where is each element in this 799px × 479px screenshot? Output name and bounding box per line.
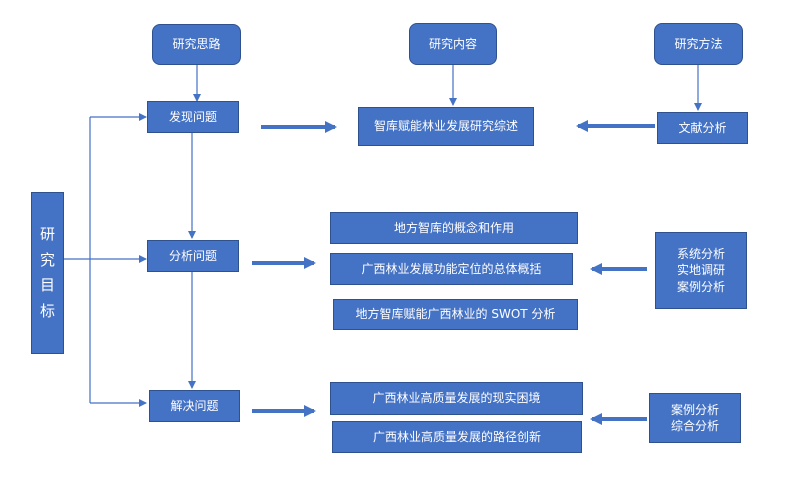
step-solve-problem-label: 解决问题 <box>170 398 219 413</box>
content-review: 智库赋能林业发展研究综述 <box>358 107 534 146</box>
method-literature-analysis: 文献分析 <box>657 112 748 144</box>
header-research-idea-label: 研究思路 <box>172 37 221 52</box>
step-discover-problem-label: 发现问题 <box>168 109 217 124</box>
method-literature-analysis-label: 文献分析 <box>678 120 727 135</box>
research-goal-char-3: 目 <box>39 276 55 294</box>
content-innovation-label: 广西林业高质量发展的路径创新 <box>372 429 541 444</box>
header-research-content-label: 研究内容 <box>428 36 477 51</box>
method-field-research: 实地调研 <box>676 263 725 278</box>
step-solve-problem: 解决问题 <box>149 390 240 422</box>
research-goal-char-1: 研 <box>39 225 55 243</box>
step-analyze-problem: 分析问题 <box>147 240 239 272</box>
content-innovation: 广西林业高质量发展的路径创新 <box>332 421 582 453</box>
method-comprehensive-analysis: 综合分析 <box>670 419 719 433</box>
header-research-idea: 研究思路 <box>152 24 241 65</box>
content-review-label: 智库赋能林业发展研究综述 <box>373 119 518 134</box>
header-research-method-label: 研究方法 <box>674 36 723 51</box>
method-group-analyze: 系统分析 实地调研 案例分析 <box>655 232 747 309</box>
content-swot: 地方智库赋能广西林业的 SWOT 分析 <box>333 299 578 330</box>
header-research-method: 研究方法 <box>654 23 743 65</box>
content-positioning-label: 广西林业发展功能定位的总体概括 <box>361 261 542 276</box>
content-concept: 地方智库的概念和作用 <box>330 212 578 244</box>
research-goal-char-4: 标 <box>39 301 55 320</box>
content-dilemma: 广西林业高质量发展的现实困境 <box>330 382 583 415</box>
research-goal-box: 研 究 目 标 <box>31 192 64 354</box>
method-case-analysis: 案例分析 <box>676 279 725 294</box>
content-concept-label: 地方智库的概念和作用 <box>393 220 514 235</box>
content-swot-label: 地方智库赋能广西林业的 SWOT 分析 <box>355 307 556 322</box>
content-dilemma-label: 广西林业高质量发展的现实困境 <box>372 391 541 406</box>
method-group-solve: 案例分析 综合分析 <box>649 393 741 443</box>
step-discover-problem: 发现问题 <box>147 101 239 133</box>
content-positioning: 广西林业发展功能定位的总体概括 <box>330 253 573 285</box>
method-systems-analysis: 系统分析 <box>676 247 725 262</box>
research-goal-char-2: 究 <box>39 250 55 269</box>
method-case-analysis-2: 案例分析 <box>670 402 719 417</box>
step-analyze-problem-label: 分析问题 <box>168 248 217 263</box>
header-research-content: 研究内容 <box>409 23 497 65</box>
